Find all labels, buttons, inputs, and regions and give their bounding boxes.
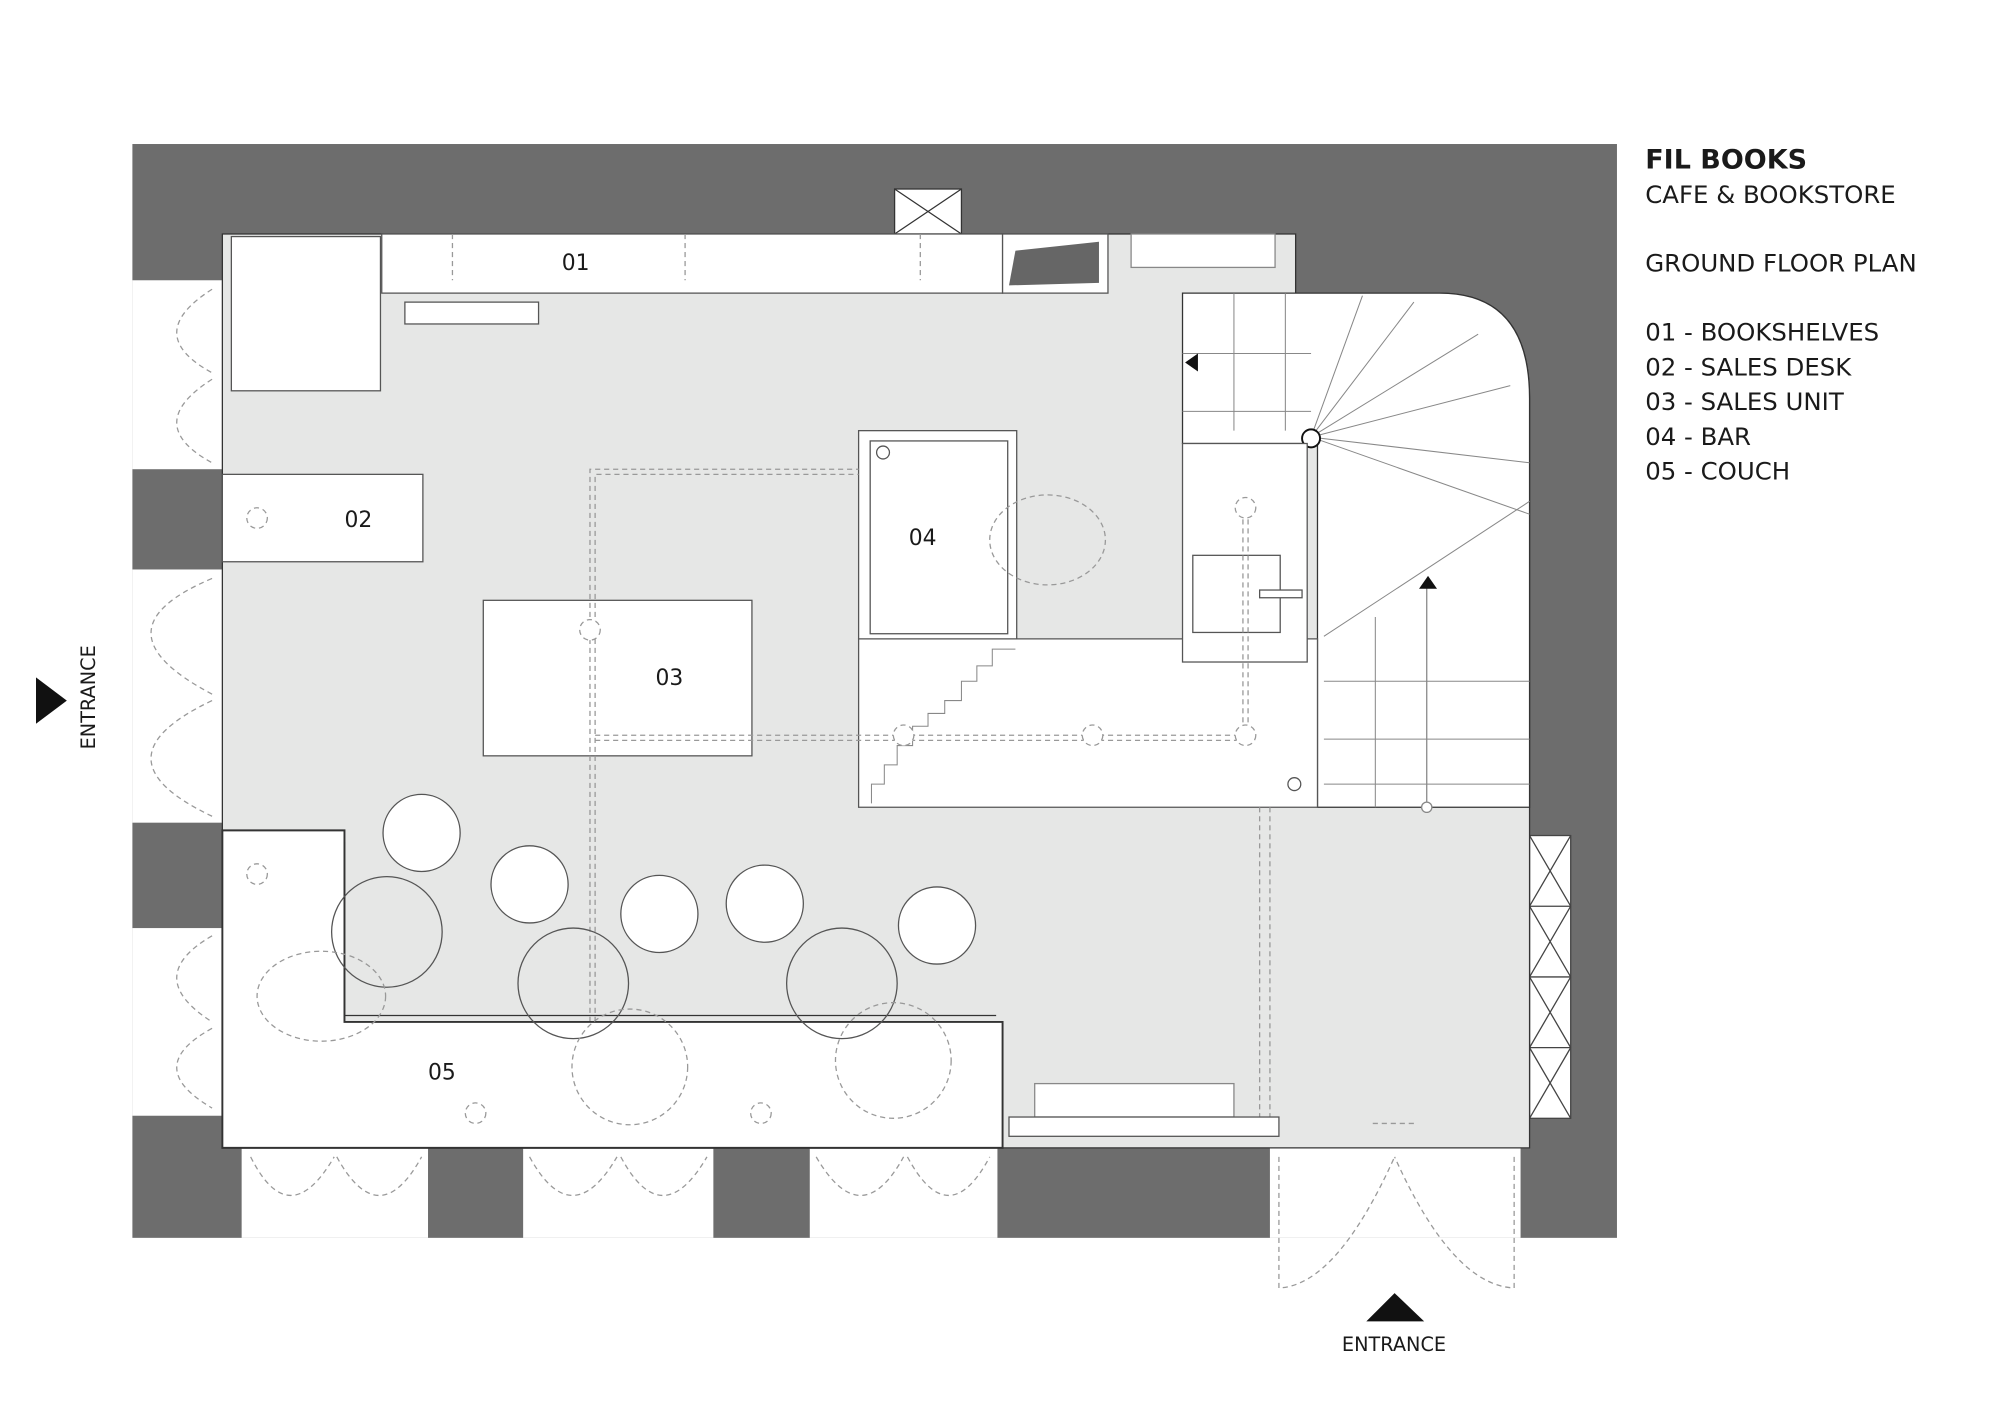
sales-unit bbox=[482, 599, 753, 757]
room-label-02: 02 bbox=[344, 508, 372, 533]
title: FIL BOOKS bbox=[1645, 144, 1807, 175]
entrance-label-left: ENTRANCE bbox=[77, 645, 100, 749]
entrance-arrow-bottom bbox=[1366, 1293, 1425, 1322]
table bbox=[897, 886, 977, 965]
entrance-arrow-left bbox=[35, 677, 67, 724]
staircase bbox=[1181, 292, 1531, 814]
couch bbox=[221, 829, 1004, 1149]
room-label-03: 03 bbox=[656, 666, 684, 691]
room-label-01: 01 bbox=[562, 251, 590, 276]
door-swings bbox=[150, 288, 1515, 1289]
legend-item: 05 - COUCH bbox=[1645, 456, 1790, 485]
entrance-label-bottom: ENTRANCE bbox=[1342, 1333, 1446, 1356]
table bbox=[382, 793, 461, 873]
table bbox=[490, 845, 569, 924]
legend-item: 02 - SALES DESK bbox=[1645, 352, 1852, 381]
round-table-large bbox=[517, 927, 630, 1040]
subtitle: CAFE & BOOKSTORE bbox=[1645, 180, 1895, 209]
people-silhouettes bbox=[256, 494, 1107, 1126]
service-lines bbox=[579, 468, 1414, 1148]
legend-item: 04 - BAR bbox=[1645, 422, 1751, 451]
sales-desk bbox=[221, 473, 424, 563]
table bbox=[620, 874, 699, 954]
window-crosses bbox=[1529, 835, 1572, 1119]
legend-item: 03 - SALES UNIT bbox=[1645, 387, 1844, 416]
table bbox=[725, 864, 804, 943]
legend-item: 01 - BOOKSHELVES bbox=[1645, 318, 1879, 347]
vent-box bbox=[893, 188, 963, 235]
legend: FIL BOOKS CAFE & BOOKSTORE GROUND FLOOR … bbox=[1645, 144, 1916, 485]
bookshelves bbox=[230, 233, 1109, 392]
round-table-large bbox=[785, 927, 898, 1040]
plan-name: GROUND FLOOR PLAN bbox=[1645, 248, 1916, 277]
room-label-05: 05 bbox=[428, 1061, 456, 1086]
cafe-tables bbox=[330, 793, 977, 1040]
room-label-04: 04 bbox=[909, 526, 937, 551]
bar bbox=[857, 430, 1319, 808]
round-table-large bbox=[330, 876, 443, 988]
radiator bbox=[1034, 233, 1276, 1118]
